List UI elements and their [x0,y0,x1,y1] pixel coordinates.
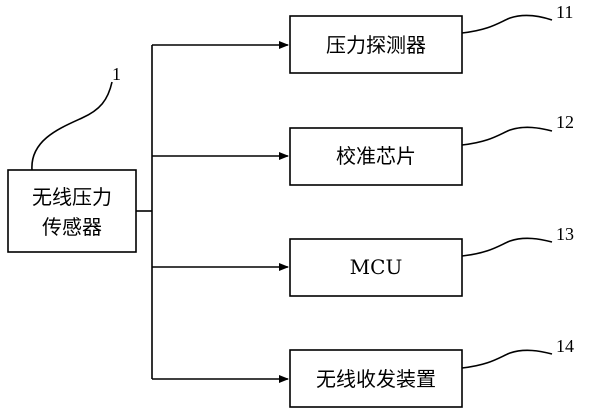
source-label-line1: 无线压力 [32,185,112,209]
target-ref-leader-3 [461,237,553,257]
source-ref-leader [31,81,113,171]
target-label-1: 压力探测器 [326,33,426,57]
source-box [7,169,137,253]
target-ref-leader-2 [461,126,553,146]
target-ref-leader-1 [461,14,553,34]
source-node: 无线压力 传感器 [7,169,137,253]
target-box-1 [289,15,463,74]
target-node-4: 无线收发装置 14 [152,336,574,408]
target-ref-number-2: 12 [556,112,574,132]
target-node-2: 校准芯片 12 [152,112,574,186]
target-box-3 [289,238,463,297]
target-ref-number-1: 11 [556,2,573,22]
target-ref-number-4: 14 [556,336,574,356]
target-node-1: 压力探测器 11 [152,2,573,74]
target-box-2 [289,127,463,186]
target-label-3: MCU [350,255,403,279]
target-box-4 [289,349,463,408]
target-ref-number-3: 13 [556,224,574,244]
target-ref-leader-4 [461,349,553,369]
source-ref-number: 1 [112,64,121,84]
target-node-3: MCU 13 [152,224,574,297]
target-label-4: 无线收发装置 [316,367,436,391]
source-label-line2: 传感器 [42,215,102,239]
target-label-2: 校准芯片 [336,144,416,168]
